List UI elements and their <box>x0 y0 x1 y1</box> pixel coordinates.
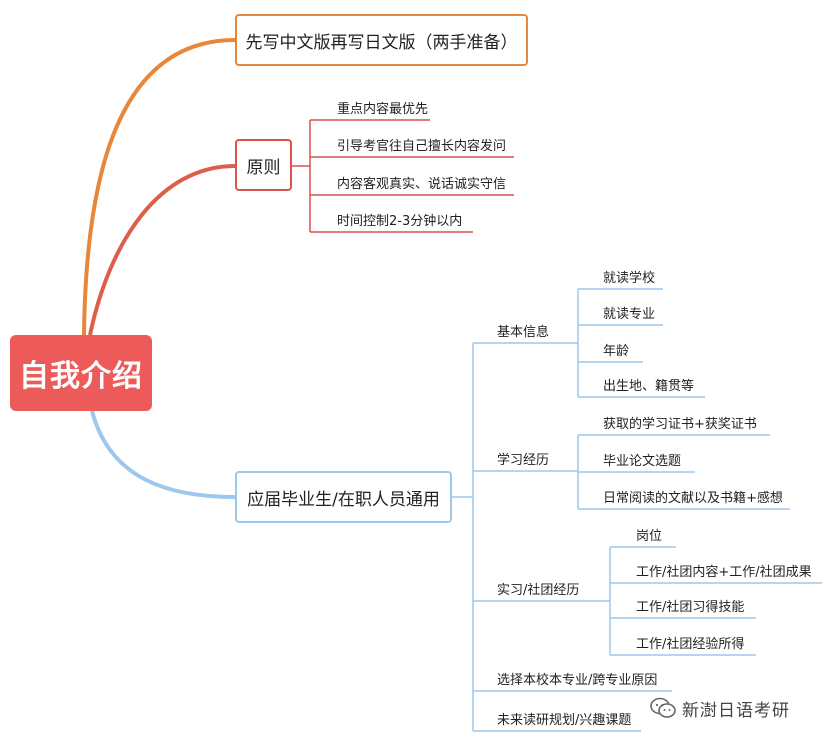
principle-item[interactable]: 引导考官往自己擅长内容发问 <box>337 139 507 154</box>
link-root-branch-3 <box>90 410 236 499</box>
general-links <box>452 288 822 732</box>
watermark: 新澍日语考研 <box>650 694 790 722</box>
subbranch-study[interactable]: 学习经历 <box>497 453 550 468</box>
leaf-item[interactable]: 毕业论文选题 <box>603 454 682 469</box>
subbranch-plan[interactable]: 未来读研规划/兴趣课题 <box>497 713 632 728</box>
leaf-item[interactable]: 岗位 <box>636 529 663 544</box>
leaf-item[interactable]: 工作/社团内容+工作/社团成果 <box>636 565 812 580</box>
root-node[interactable]: 自我介绍 <box>10 335 152 411</box>
leaf-item[interactable]: 就读学校 <box>603 271 656 286</box>
principle-item[interactable]: 重点内容最优先 <box>337 102 429 117</box>
leaf-item[interactable]: 就读专业 <box>603 307 656 322</box>
leaf-item[interactable]: 出生地、籍贯等 <box>603 379 695 394</box>
link-root-branch-1 <box>82 38 236 336</box>
principle-links <box>292 119 514 233</box>
leaf-item[interactable]: 获取的学习证书+获奖证书 <box>603 417 757 432</box>
subbranch-reason[interactable]: 选择本校本专业/跨专业原因 <box>497 673 658 688</box>
subbranch-internship[interactable]: 实习/社团经历 <box>497 583 580 598</box>
branch-general[interactable]: 应届毕业生/在职人员通用 <box>235 471 452 523</box>
leaf-item[interactable]: 工作/社团经验所得 <box>636 637 745 652</box>
wechat-icon <box>650 697 676 718</box>
principle-item[interactable]: 时间控制2-3分钟以内 <box>337 214 463 229</box>
link-root-branch-2 <box>88 164 236 336</box>
branch-principles[interactable]: 原则 <box>235 139 292 191</box>
watermark-text: 新澍日语考研 <box>682 700 790 721</box>
leaf-item[interactable]: 年龄 <box>603 344 630 359</box>
principle-item[interactable]: 内容客观真实、说话诚实守信 <box>337 177 507 192</box>
leaf-item[interactable]: 工作/社团习得技能 <box>636 600 745 615</box>
branch-bilingual-prep[interactable]: 先写中文版再写日文版（两手准备） <box>235 14 528 66</box>
leaf-item[interactable]: 日常阅读的文献以及书籍+感想 <box>603 491 783 506</box>
subbranch-basic-info[interactable]: 基本信息 <box>497 325 550 340</box>
